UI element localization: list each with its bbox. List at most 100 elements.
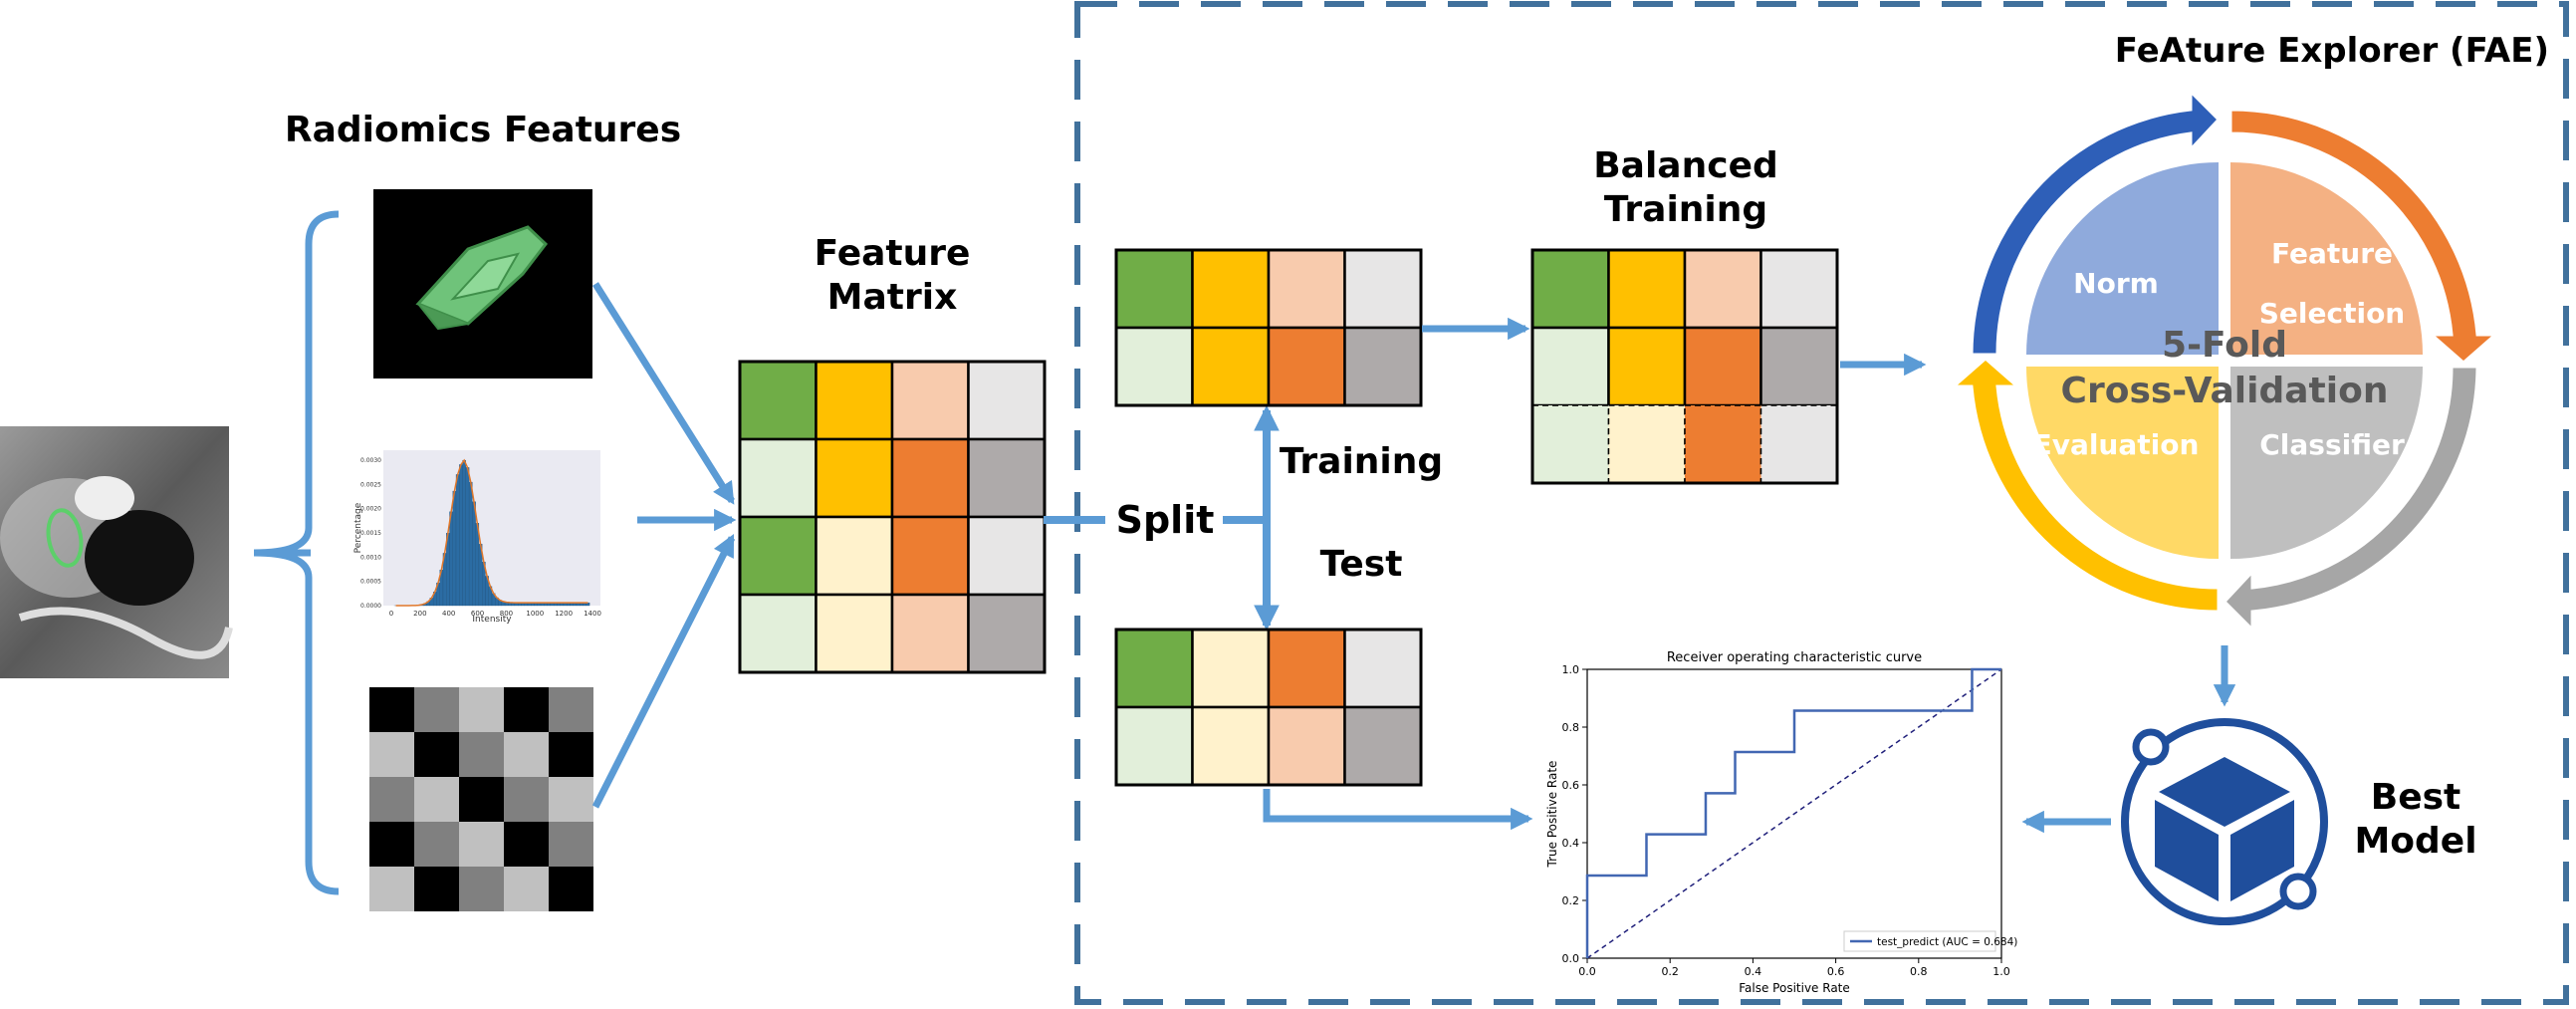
- mri-image: [0, 426, 233, 678]
- histogram-xtick: 400: [442, 610, 455, 618]
- roc-chart: Receiver operating characteristic curve …: [1538, 642, 2017, 996]
- matrix-cell: [1267, 705, 1346, 787]
- matrix-cell: [967, 515, 1047, 597]
- matrix-cell: [1607, 404, 1686, 484]
- histogram-ytick: 0.0005: [360, 579, 381, 586]
- histogram-ytick: 0.0025: [360, 481, 381, 488]
- classifier-arc-arrow: [2222, 365, 2479, 633]
- histogram-xtick: 600: [471, 610, 484, 618]
- roc-xtick-label: 0.4: [1745, 965, 1762, 978]
- histogram-bar: [468, 481, 473, 607]
- texture-cell: [369, 777, 414, 822]
- matrix-cell: [1343, 248, 1423, 330]
- matrix-cell: [1530, 326, 1610, 407]
- matrix-cell: [1343, 326, 1423, 407]
- texture-cell: [414, 732, 459, 777]
- matrix-cell: [738, 515, 818, 597]
- matrix-cell: [1343, 628, 1423, 709]
- texture-cell: [504, 777, 549, 822]
- matrix-cell: [890, 360, 970, 441]
- texture-cell: [414, 822, 459, 867]
- roi-contour: [46, 508, 84, 568]
- best-model-label-line1: Best: [2371, 777, 2461, 818]
- histogram-ytick: 0.0020: [360, 506, 381, 513]
- norm-quadrant: [2026, 162, 2219, 355]
- histogram-bar: [472, 501, 476, 607]
- best-model-icon: [2121, 718, 2328, 925]
- matrix-cell: [1531, 404, 1610, 484]
- best-model-label-line2: Model: [2354, 821, 2476, 862]
- matrix-cell: [1191, 705, 1271, 787]
- texture-cell: [459, 822, 504, 867]
- evaluation-label: Evaluation: [2033, 428, 2200, 461]
- texture-cell: [549, 687, 593, 732]
- texture-cell: [459, 867, 504, 911]
- texture-cell: [414, 777, 459, 822]
- histogram-xtick: 1200: [555, 610, 573, 618]
- histogram-xtick: 200: [413, 610, 426, 618]
- histogram-bar: [475, 523, 480, 607]
- roc-ytick-label: 1.0: [1562, 663, 1580, 676]
- histogram-ytick: 0.0000: [360, 603, 381, 610]
- matrix-cell: [1114, 326, 1194, 407]
- cv-label-line1: 5-Fold: [2162, 325, 2287, 366]
- roc-xtick-label: 0.8: [1910, 965, 1928, 978]
- matrix-cell: [1191, 628, 1271, 709]
- histogram-bar: [459, 464, 463, 607]
- roc-chance-line: [1586, 668, 2002, 959]
- matrix-cell: [738, 437, 818, 519]
- matrix-cell: [1191, 248, 1271, 330]
- roc-xtick-label: 1.0: [1992, 965, 2010, 978]
- matrix-cell: [1684, 404, 1762, 484]
- feature-matrix: [738, 360, 1047, 674]
- texture-cell: [459, 732, 504, 777]
- roc-xtick-label: 0.0: [1578, 965, 1596, 978]
- matrix-cell: [890, 593, 970, 674]
- norm-label: Norm: [2073, 267, 2159, 300]
- histogram-bar: [465, 467, 470, 607]
- matrix-cell: [738, 360, 818, 441]
- roc-legend-label: test_predict (AUC = 0.684): [1877, 936, 2017, 948]
- training-matrix: [1114, 248, 1423, 407]
- arrow-shape-to-matrix: [592, 282, 735, 505]
- matrix-cell: [738, 593, 818, 674]
- matrix-cell: [1607, 326, 1687, 407]
- histogram-xtick: 800: [500, 610, 513, 618]
- texture-cell: [549, 867, 593, 911]
- roc-ytick-label: 0.4: [1562, 837, 1580, 850]
- evaluation-arc-arrow: [1950, 357, 2221, 614]
- test-label: Test: [1320, 544, 1403, 585]
- matrix-cell: [1114, 628, 1194, 709]
- matrix-cell: [890, 437, 970, 519]
- histogram-bar: [462, 459, 466, 607]
- roc-title: Receiver operating characteristic curve: [1667, 650, 1922, 665]
- roc-legend: test_predict (AUC = 0.684): [1843, 930, 2017, 952]
- roc-ytick-label: 0.8: [1562, 721, 1580, 734]
- balanced-title-line1: Balanced: [1593, 145, 1778, 186]
- matrix-cell: [815, 437, 894, 519]
- matrix-cell: [1607, 248, 1687, 330]
- matrix-border: [1530, 248, 1839, 485]
- arrow-texture-to-matrix: [591, 534, 736, 809]
- histogram-ytick: 0.0015: [360, 530, 381, 537]
- texture-cell: [504, 867, 549, 911]
- roc-ytick-label: 0.6: [1562, 779, 1580, 792]
- balanced-training-matrix: [1530, 248, 1839, 485]
- matrix-cell: [1683, 326, 1762, 407]
- feature-selection-label-line1: Feature: [2271, 237, 2393, 270]
- shape-feature-thumbnail: [373, 189, 592, 378]
- histogram-xtick: 0: [389, 610, 393, 618]
- evaluation-quadrant: [2026, 367, 2219, 559]
- matrix-cell: [815, 360, 894, 441]
- texture-cell: [504, 732, 549, 777]
- roc-ytick-label: 0.0: [1562, 952, 1580, 965]
- texture-cell: [369, 822, 414, 867]
- radiomics-features-title: Radiomics Features: [285, 110, 681, 150]
- roc-plot-area: [1586, 668, 2002, 959]
- matrix-cell: [1759, 404, 1838, 484]
- roc-ylabel: True Positive Rate: [1545, 761, 1559, 869]
- texture-cell: [369, 867, 414, 911]
- texture-cell: [459, 777, 504, 822]
- feature-matrix-title-line1: Feature: [815, 233, 971, 274]
